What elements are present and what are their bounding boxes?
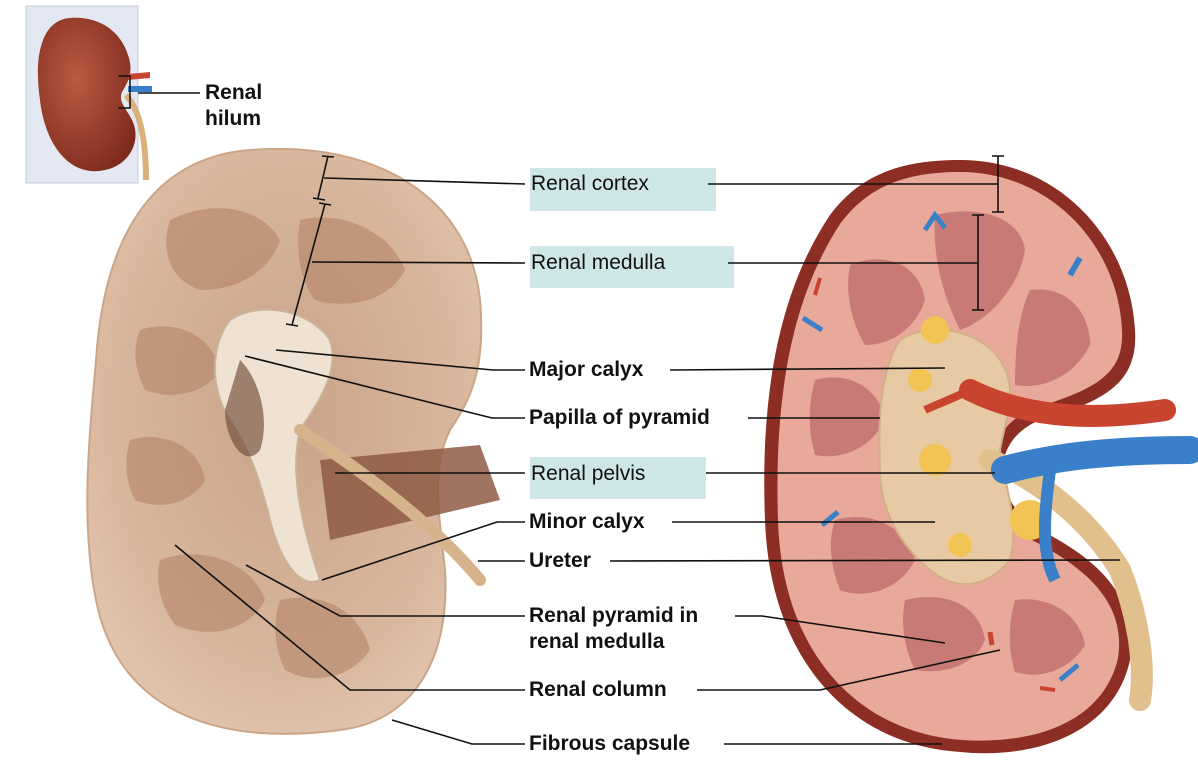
leader-column-left — [174, 544, 525, 691]
illustrated-pyramid-4 — [809, 377, 885, 457]
label-renal-pyramid-line1: Renal pyramid in — [529, 604, 699, 627]
label-renal-hilum-line2: hilum — [205, 107, 261, 130]
leader-major-calyx-left — [275, 349, 525, 371]
vein-branch — [1039, 469, 1061, 583]
leader-capsule-left — [391, 719, 525, 745]
fat-1 — [921, 316, 949, 344]
leader-pyramid-left — [245, 564, 525, 617]
label-ureter: Ureter — [529, 549, 591, 572]
bracket-cortex-left — [312, 155, 335, 201]
label-renal-pelvis: Renal pelvis — [531, 462, 646, 485]
fat-3 — [919, 444, 951, 476]
cadaver-kidney-section — [86, 147, 500, 735]
label-major-calyx: Major calyx — [529, 358, 644, 381]
illustrated-pyramid-3 — [1015, 289, 1090, 386]
vessel-small-3 — [801, 315, 824, 333]
illustrated-pyramid-5 — [830, 516, 915, 594]
vessel-small-2 — [1067, 256, 1083, 277]
fat-5 — [948, 533, 972, 557]
inset-vein — [128, 86, 152, 92]
renal-cortex-highlight — [530, 168, 716, 211]
renal-vein — [991, 436, 1198, 484]
cadaver-pyramid-1 — [166, 208, 280, 290]
label-renal-cortex: Renal cortex — [531, 172, 649, 195]
label-renal-pyramid-line2: renal medulla — [529, 630, 665, 653]
cadaver-pyramid-6 — [275, 597, 370, 679]
inset-kidney-shape — [37, 17, 136, 172]
leader-papilla-left — [244, 355, 525, 419]
vessel-small-6 — [813, 277, 822, 296]
label-renal-column: Renal column — [529, 678, 667, 701]
inset-kidney — [25, 5, 152, 184]
bracket-medulla-left — [285, 202, 332, 327]
label-renal-hilum-line1: Renal — [205, 81, 263, 104]
leader-column-right — [697, 649, 1001, 691]
label-renal-medulla: Renal medulla — [531, 251, 666, 274]
cadaver-sinus-dark — [225, 360, 264, 457]
bracket-cortex-right — [992, 155, 1004, 213]
illustrated-kidney-section — [764, 160, 1198, 754]
leader-lines — [138, 92, 1121, 745]
illustrated-pyramid-1 — [934, 211, 1025, 330]
artery-branch — [923, 386, 972, 414]
cadaver-pyramid-4 — [126, 436, 205, 505]
bracket-medulla-right — [972, 214, 984, 311]
leader-medulla-left — [311, 261, 526, 264]
vessel-small-7 — [1039, 686, 1056, 692]
inset-hilum-bracket — [118, 75, 131, 109]
leader-major-calyx-right — [669, 367, 946, 371]
renal-medulla-highlight — [530, 246, 734, 288]
leader-ureter-right — [609, 559, 1121, 562]
renal-pelvis-highlight — [530, 457, 706, 499]
cadaver-pyramid-5 — [158, 554, 265, 632]
leader-minor-calyx-left — [321, 521, 525, 581]
label-fibrous-capsule: Fibrous capsule — [529, 732, 691, 755]
vessel-small-4 — [820, 510, 840, 527]
label-renal-pyramid: Renal pyramid in renal medulla — [529, 603, 698, 655]
leader-cortex-left — [323, 177, 526, 185]
renal-artery — [959, 379, 1176, 427]
illustrated-pyramid-2 — [848, 259, 925, 345]
label-renal-hilum: Renal hilum — [205, 80, 262, 132]
illustrated-pyramid-7 — [1009, 599, 1085, 675]
illustrated-ureter — [979, 449, 1153, 711]
cadaver-pyramid-2 — [298, 217, 405, 304]
vessel-small-8 — [987, 631, 995, 646]
cadaver-ureter — [294, 424, 486, 586]
cadaver-pyramid-3 — [135, 326, 220, 395]
inset-artery — [128, 72, 150, 80]
leader-pyramid-right — [735, 615, 946, 644]
label-minor-calyx: Minor calyx — [529, 510, 645, 533]
vessel-small-1 — [922, 210, 947, 232]
label-papilla-of-pyramid: Papilla of pyramid — [529, 406, 710, 429]
fat-2 — [908, 368, 932, 392]
vessel-small-5 — [1058, 663, 1080, 682]
illustrated-pyramid-6 — [903, 596, 985, 672]
